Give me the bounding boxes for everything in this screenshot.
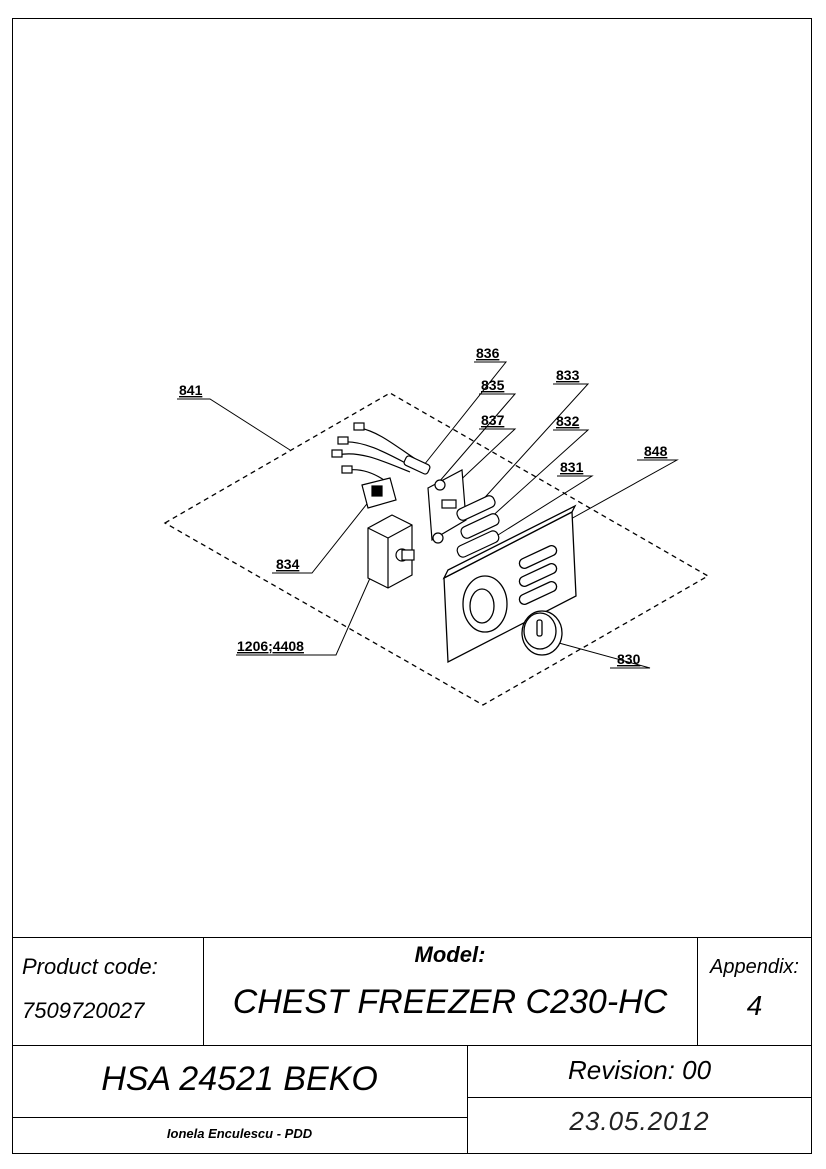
lamp-parts (456, 495, 500, 558)
leader-833 (477, 383, 590, 506)
callout-833: 833 (556, 367, 580, 383)
callout-835: 835 (481, 377, 505, 393)
leader-832 (487, 429, 590, 521)
switch-834 (361, 477, 397, 509)
revision: Revision: 00 (567, 1055, 712, 1085)
product-name: HSA 24521 BEKO (101, 1060, 378, 1098)
callout-837: 837 (481, 412, 505, 428)
assembly-boundary (163, 392, 710, 706)
control-panel-848 (442, 504, 577, 664)
product-code-value: 7509720027 (22, 998, 145, 1023)
callout-848: 848 (644, 443, 668, 459)
model-label: Model: (414, 942, 486, 967)
tb-divider-lower-left (12, 1117, 467, 1118)
leader-830 (547, 639, 651, 669)
model-value: CHEST FREEZER C230-HC (232, 983, 668, 1021)
callout-831: 831 (560, 459, 584, 475)
appendix-label: Appendix: (710, 956, 799, 978)
tb-divider-v2 (697, 937, 698, 1045)
appendix-value: 4 (746, 990, 763, 1021)
author: Ionela Enculescu - PDD (166, 1126, 313, 1141)
callout-834: 834 (276, 556, 300, 572)
callout-836: 836 (476, 345, 500, 361)
callout-1206: 1206;4408 (237, 638, 304, 654)
leader-831 (497, 475, 594, 536)
tb-divider-v3 (467, 1045, 468, 1154)
tb-divider-middle (12, 1045, 812, 1046)
tb-divider-v1 (203, 937, 204, 1045)
callout-830: 830 (617, 651, 641, 667)
leader-836 (419, 361, 508, 471)
tb-divider-lower-right (467, 1097, 812, 1098)
tb-divider-top (12, 937, 812, 938)
product-code-label: Product code: (22, 954, 158, 979)
bracket-837 (427, 469, 467, 544)
knob-830 (521, 610, 563, 656)
callout-841: 841 (179, 382, 203, 398)
leader-837 (451, 428, 517, 489)
leader-834 (272, 499, 371, 574)
drawing-sheet (12, 18, 812, 1154)
leader-841 (177, 398, 291, 451)
leader-1206 (236, 559, 379, 656)
leader-835 (431, 393, 517, 491)
thermostat-1206 (367, 514, 415, 589)
leader-848 (559, 459, 679, 526)
date: 23.05.2012 (569, 1106, 710, 1136)
wire-harness (331, 422, 431, 487)
callout-832: 832 (556, 413, 580, 429)
